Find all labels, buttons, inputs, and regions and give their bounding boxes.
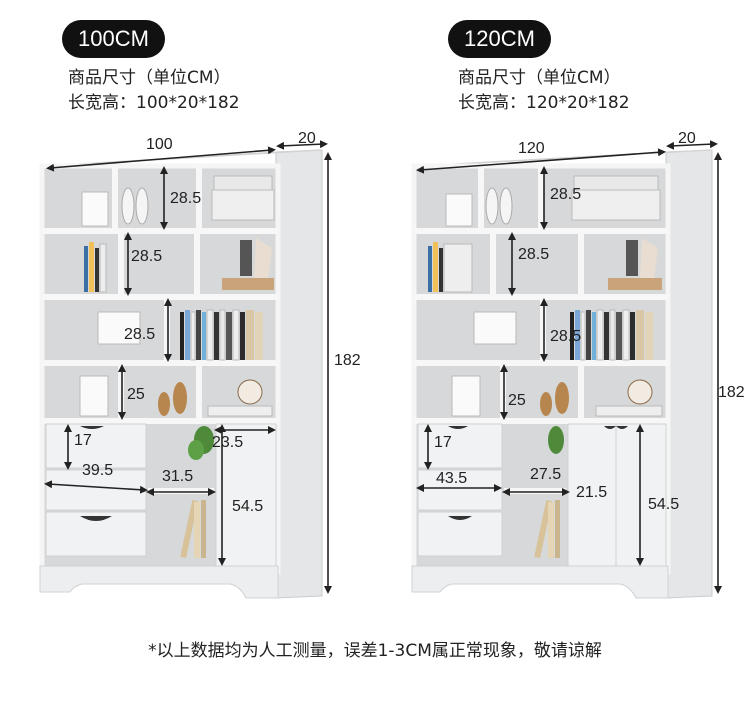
dimension-lines-120 <box>416 140 722 594</box>
disclaimer-note: *以上数据均为人工测量，误差1-3CM属正常现象，敬请谅解 <box>148 641 602 661</box>
dim-120-d4: 25 <box>508 392 526 409</box>
dim-100-d5: 17 <box>74 432 92 449</box>
size-badge-120: 120CM <box>448 20 551 58</box>
dim-120-height: 182 <box>718 384 745 401</box>
dim-100-d6: 39.5 <box>82 462 114 479</box>
dim-120-d9: 54.5 <box>648 496 680 513</box>
dim-120-d3: 28.5 <box>550 328 582 345</box>
dim-100-d1: 28.5 <box>170 190 202 207</box>
spec-100-dimensions: 长宽高：100*20*182 <box>68 93 240 113</box>
dim-100-d7: 31.5 <box>162 468 194 485</box>
spec-120-dimensions: 长宽高：120*20*182 <box>458 93 630 113</box>
bookshelf-120 <box>411 149 713 599</box>
dimension-lines-100 <box>44 140 332 594</box>
spec-120-title: 商品尺寸（单位CM） <box>458 68 621 88</box>
dim-100-height: 182 <box>334 352 361 369</box>
dim-100-width: 100 <box>146 136 173 153</box>
dim-120-d8: 21.5 <box>576 484 608 501</box>
dim-100-d4: 25 <box>127 386 145 403</box>
dim-120-width: 120 <box>518 140 545 157</box>
dim-120-d1: 28.5 <box>550 186 582 203</box>
bookshelf-100 <box>39 149 323 599</box>
dim-100-d3: 28.5 <box>124 326 156 343</box>
size-badge-100: 100CM <box>62 20 165 58</box>
dim-120-depth: 20 <box>678 130 696 147</box>
spec-100: 商品尺寸（单位CM） 长宽高：100*20*182 <box>68 66 240 116</box>
dim-100-d2: 28.5 <box>131 248 163 265</box>
dim-100-depth: 20 <box>298 130 316 147</box>
dim-120-d7: 27.5 <box>530 466 562 483</box>
dim-100-d8: 23.5 <box>212 434 244 451</box>
dim-120-d6: 43.5 <box>436 470 468 487</box>
spec-120: 商品尺寸（单位CM） 长宽高：120*20*182 <box>458 66 630 116</box>
dim-120-d2: 28.5 <box>518 246 550 263</box>
dim-120-d5: 17 <box>434 434 452 451</box>
dim-100-d9: 54.5 <box>232 498 264 515</box>
spec-100-title: 商品尺寸（单位CM） <box>68 68 231 88</box>
